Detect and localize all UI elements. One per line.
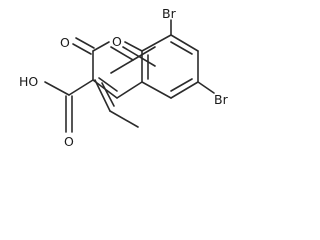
- atom-label-br-8: Br: [162, 6, 177, 21]
- bond-c2-o-double-a: [72, 43, 92, 55]
- bond-carboxyl-oh: [44, 81, 70, 96]
- structure-canvas: O O Br Br HO O: [19, 6, 229, 149]
- atom-label-carbonyl-o: O: [60, 35, 70, 50]
- bond-c4-c3: [92, 79, 118, 99]
- bond-group: [44, 19, 215, 133]
- bond-c2-o-carbonyl: [132, 46, 156, 61]
- bond-c2-c3: [110, 59, 134, 74]
- atom-label-ring-o: O: [112, 34, 122, 49]
- bond-c4-c3-inner: [98, 77, 118, 92]
- bond-c3-c4: [94, 79, 111, 112]
- bond-c8a-c8: [141, 34, 172, 52]
- bond-c8-c7: [170, 34, 199, 52]
- atom-label-carboxyl-o: O: [64, 134, 74, 149]
- bond-c8-c7-inner: [170, 41, 193, 55]
- atom-label-br-6: Br: [214, 92, 229, 107]
- bond-c4a-c4: [116, 81, 143, 99]
- bond-c2-o1: [110, 46, 134, 61]
- bond-c3-carboxyl: [68, 79, 94, 96]
- bond-ringO-c8a: [124, 41, 143, 52]
- bond-c6-c5: [170, 81, 199, 99]
- bond-c2-o-double-b: [75, 37, 95, 49]
- bond-c4-c4a: [109, 110, 139, 128]
- molecule-drawing: O O Br Br HO O: [19, 6, 229, 149]
- bond-c3-c4-inner: [101, 82, 115, 107]
- bond-c2-ringO: [92, 41, 110, 52]
- atom-label-hydroxyl: HO: [19, 74, 38, 89]
- bond-c5-c4a: [141, 81, 172, 99]
- bond-c6-c5-inner: [170, 78, 193, 92]
- bond-c6-br: [197, 81, 215, 94]
